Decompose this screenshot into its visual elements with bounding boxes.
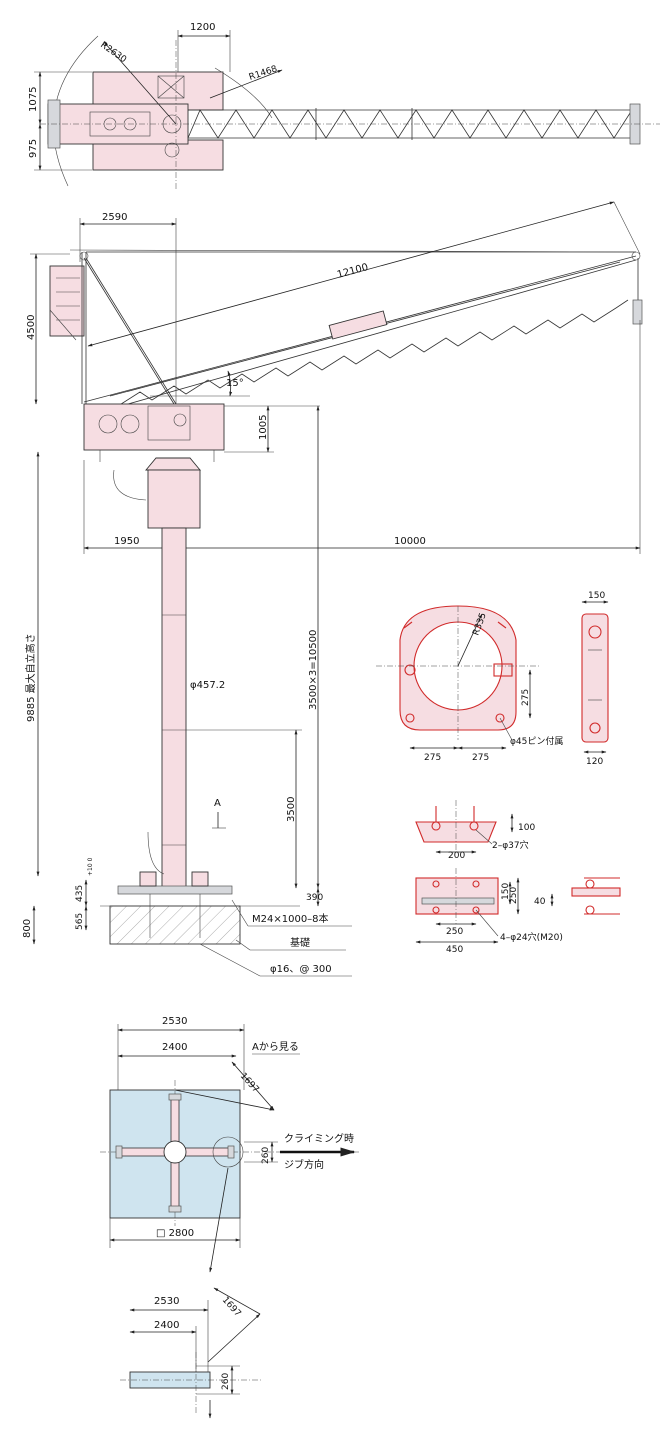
mast-height: 3500×3=10500	[308, 630, 319, 710]
dim-450: 450	[446, 945, 463, 955]
dim-120-link: 120	[586, 757, 603, 767]
dim-800: 800	[22, 919, 33, 938]
side-view: 2590 12100	[22, 201, 643, 977]
plan-view: 2530 2400 Aから見る 1697 260 クライミング時 ジブ方向	[100, 1016, 360, 1273]
sq-2800: □ 2800	[156, 1228, 194, 1239]
anchor-bolts: M24×1000–8本	[252, 912, 329, 925]
dim-275-v: 275	[521, 689, 531, 706]
rebar-label: φ16、@ 300	[270, 964, 332, 975]
r2630-label: R2630	[98, 40, 128, 65]
dim-200: 200	[448, 851, 465, 861]
holes-24: 4–φ24穴(M20)	[500, 931, 563, 943]
climbing-label: クライミング時	[284, 1132, 354, 1145]
detail-dim-2530: 2530	[154, 1296, 179, 1307]
top-view: 1200 R2630 R1468 1075 975	[28, 22, 660, 190]
dim-975: 975	[28, 139, 39, 158]
jib-nameplate	[328, 310, 388, 340]
detail-dim-1697: 1697	[220, 1295, 243, 1319]
dim-435: 435	[75, 885, 85, 902]
link-side	[581, 613, 609, 743]
detail-dim-2400: 2400	[154, 1320, 179, 1331]
dim-40: 40	[534, 897, 546, 907]
dim-4500: 4500	[26, 315, 37, 340]
counterweight-lower	[92, 139, 224, 171]
dim-1950: 1950	[114, 536, 139, 547]
dim-275-b: 275	[472, 753, 489, 763]
jib-direction-label: ジブ方向	[284, 1158, 324, 1171]
dim-3500: 3500	[286, 797, 297, 822]
bracket-top	[415, 821, 497, 843]
dim-100: 100	[518, 823, 535, 833]
base-frame	[117, 885, 233, 895]
slewing-head	[147, 469, 201, 529]
detail-plate: 100 200 2–φ37穴 150 250 40 250 450 4–φ24穴…	[415, 800, 621, 955]
dim-250-v: 250	[509, 887, 519, 904]
tolerance: +10 0	[87, 857, 94, 876]
mast-column	[161, 527, 187, 889]
detail-dim-260: 260	[221, 1373, 231, 1390]
dim-275-a: 275	[424, 753, 441, 763]
dim-1075: 1075	[28, 87, 39, 112]
bracket-plate	[415, 877, 499, 915]
dim-12100: 12100	[336, 262, 370, 281]
plan-dim-260: 260	[261, 1147, 271, 1164]
view-a-label: Aから見る	[252, 1041, 299, 1053]
dim-1005: 1005	[258, 415, 269, 440]
dim-150-plate: 150	[501, 883, 511, 900]
dim-150-link: 150	[588, 591, 605, 601]
holes-37: 2–φ37穴	[492, 839, 529, 851]
plan-detail: 2530 2400 1697 260	[120, 1287, 262, 1419]
dim-390: 390	[306, 893, 323, 903]
machinery-deck-side	[83, 403, 225, 451]
angle-15: 15°	[226, 378, 244, 389]
pin-label: φ45ピン付属	[510, 736, 563, 747]
max-free-height: 9885 最大自立高さ	[24, 633, 37, 722]
dim-1200: 1200	[190, 22, 215, 33]
foundation-label: 基礎	[290, 936, 310, 949]
dim-565: 565	[75, 913, 85, 930]
r1468-label: R1468	[248, 64, 279, 83]
section-a: A	[214, 798, 221, 809]
dim-250-h: 250	[446, 927, 463, 937]
detail-ring: R335 275 275 275 φ45ピン付属 150 120	[376, 591, 609, 767]
plan-dim-2400: 2400	[162, 1042, 187, 1053]
jib-truss-side	[83, 251, 643, 413]
ladder-cage	[49, 265, 85, 337]
dim-2590: 2590	[102, 212, 127, 223]
plan-dim-2530: 2530	[162, 1016, 187, 1027]
plan-dim-1697: 1697	[238, 1071, 261, 1095]
dim-10000: 10000	[394, 536, 426, 547]
mast-diameter: φ457.2	[190, 680, 225, 691]
foundation-block	[109, 905, 241, 945]
